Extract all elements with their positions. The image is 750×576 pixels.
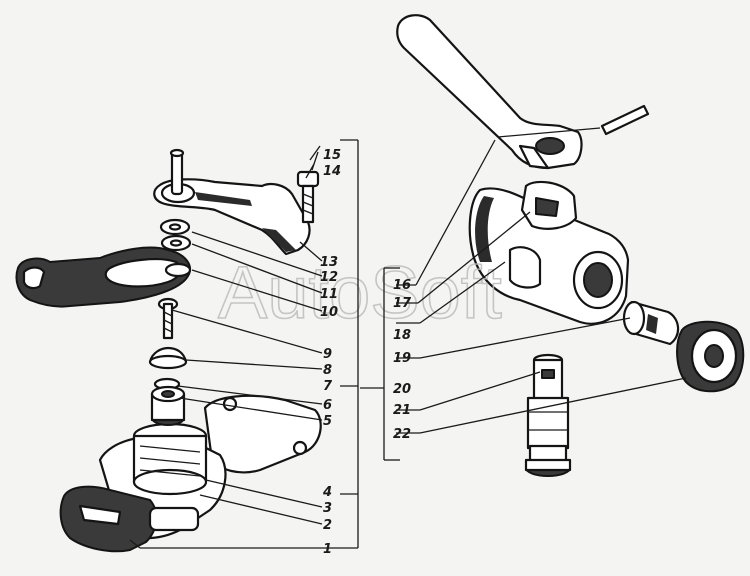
callout-6: 6 <box>323 398 332 413</box>
knurled-nut-part <box>676 320 745 393</box>
leader-lines <box>129 127 687 549</box>
valve-body-part <box>468 180 630 325</box>
small-cylinder-part <box>622 300 680 346</box>
callout-21: 21 <box>393 403 411 418</box>
callout-12: 12 <box>320 270 338 285</box>
callout-14: 14 <box>323 164 341 179</box>
callout-8: 8 <box>323 363 332 378</box>
washers-part <box>159 218 192 252</box>
callout-18: 18 <box>393 328 411 343</box>
callout-17: 17 <box>393 296 412 311</box>
callout-19: 19 <box>393 351 411 366</box>
callout-16: 16 <box>393 278 411 293</box>
callout-5: 5 <box>323 414 332 429</box>
callout-10: 10 <box>320 305 338 320</box>
screw-part <box>157 297 179 340</box>
callout-2: 2 <box>323 518 332 533</box>
valve-stem-part <box>524 353 572 477</box>
left-lever-part <box>15 246 192 308</box>
lower-housing-part <box>59 385 322 553</box>
bolt-part <box>296 170 320 224</box>
callout-15: 15 <box>323 148 341 163</box>
callout-1: 1 <box>323 542 332 557</box>
small-pin-part <box>600 104 650 136</box>
right-assembly <box>396 14 745 477</box>
left-assembly <box>15 148 322 553</box>
callout-7: 7 <box>323 379 333 394</box>
callout-labels: 1 2 3 4 5 6 7 8 9 10 11 12 13 14 15 16 1… <box>320 148 412 557</box>
callout-9: 9 <box>323 347 332 362</box>
callout-13: 13 <box>320 255 338 270</box>
callout-4: 4 <box>322 485 332 500</box>
callout-11: 11 <box>320 287 338 302</box>
callout-22: 22 <box>393 427 411 442</box>
callout-20: 20 <box>393 382 411 397</box>
callout-3: 3 <box>323 501 332 516</box>
top-lever-part <box>153 148 311 256</box>
cone-washer-part <box>148 346 188 391</box>
watermark-text: AutoSoft <box>218 251 502 334</box>
handle-part <box>396 14 583 170</box>
